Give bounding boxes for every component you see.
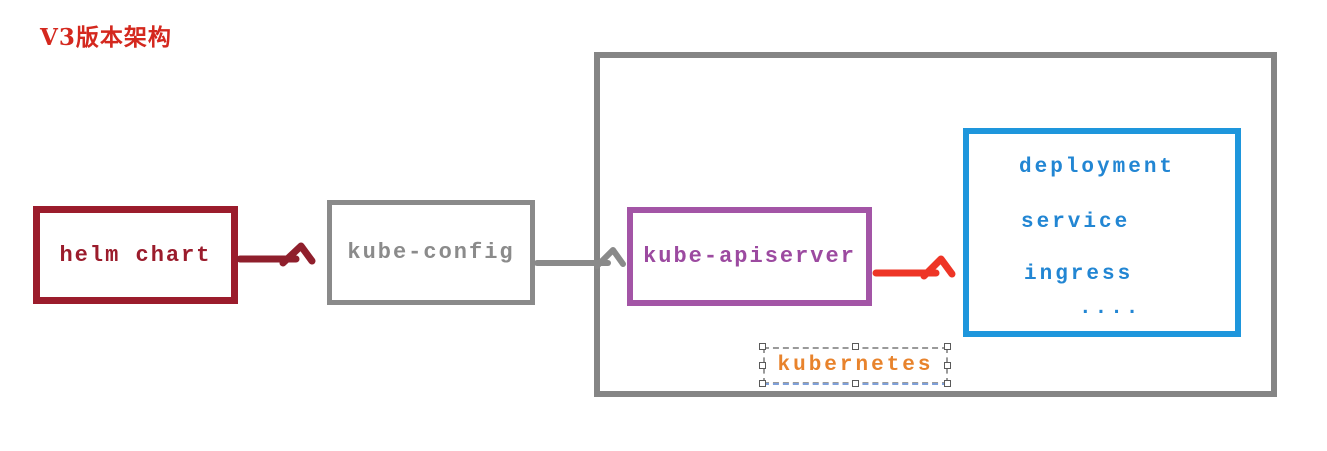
selection-handle-bottom-left[interactable]: [759, 380, 766, 387]
selection-handle-mid-left[interactable]: [759, 362, 766, 369]
selection-handle-bottom-middle[interactable]: [852, 380, 859, 387]
page-title: V3版本架构: [40, 24, 172, 51]
node-kube-apiserver: kube-apiserver: [627, 207, 872, 306]
kubernetes-cluster-box: [594, 52, 1277, 397]
resource-item-service: service: [1021, 211, 1131, 234]
selection-handle-top-right[interactable]: [944, 343, 951, 350]
selection-handle-mid-right[interactable]: [944, 362, 951, 369]
helm-chart-label: helm chart: [59, 242, 212, 268]
node-helm-chart: helm chart: [33, 206, 238, 304]
selection-handle-top-left[interactable]: [759, 343, 766, 350]
resource-item-ingress: ingress: [1024, 263, 1134, 286]
selection-handle-bottom-right[interactable]: [944, 380, 951, 387]
selection-handle-top-middle[interactable]: [852, 343, 859, 350]
node-kube-config: kube-config: [327, 200, 535, 305]
resource-item-ellipsis: ....: [1079, 297, 1142, 320]
kube-apiserver-label: kube-apiserver: [643, 244, 856, 269]
node-resources-box: deployment service ingress ....: [963, 128, 1241, 337]
arrow-helm-chart-to-kube-config: [236, 242, 316, 267]
kubernetes-label-selection[interactable]: kubernetes: [763, 347, 948, 384]
kube-config-label: kube-config: [347, 240, 515, 265]
kubernetes-label[interactable]: kubernetes: [777, 354, 934, 377]
resource-item-deployment: deployment: [1019, 156, 1176, 179]
